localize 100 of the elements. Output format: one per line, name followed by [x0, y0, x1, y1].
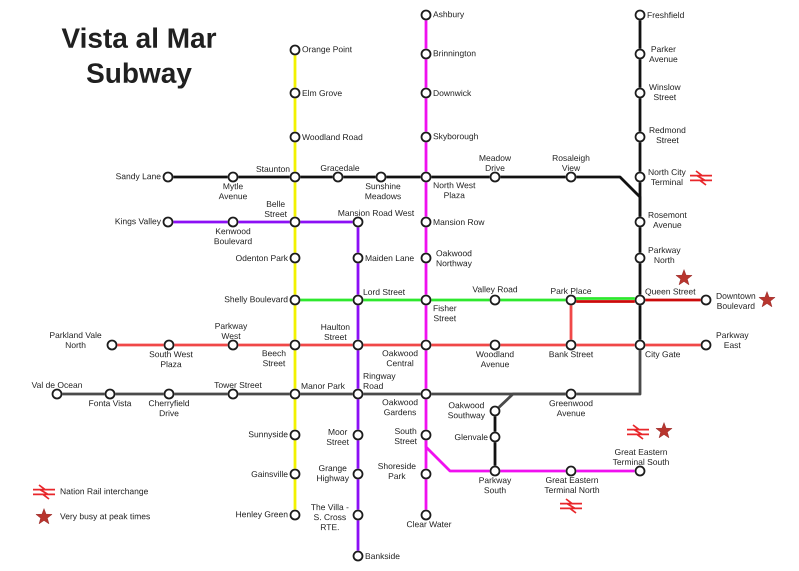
- track-line: [294, 55, 296, 88]
- track-line: [494, 442, 496, 466]
- track-line: [424, 20, 428, 49]
- track-line: [356, 263, 360, 295]
- track-line: [431, 344, 490, 346]
- track-line: [570, 305, 572, 340]
- track-line: [300, 176, 333, 178]
- station-name: Sunshine Meadows: [366, 183, 401, 200]
- station-name: Redmond Street: [650, 126, 686, 144]
- track-line: [576, 300, 635, 303]
- station-name: Odenton Park: [236, 254, 288, 262]
- track-line: [638, 305, 642, 340]
- track-line: [294, 399, 296, 430]
- track-line: [576, 470, 635, 472]
- station-name: Parker Avenue: [649, 46, 678, 62]
- track-line: [424, 440, 490, 472]
- station-name: Rosaleigh View: [552, 154, 590, 171]
- track-line: [174, 392, 228, 396]
- station-name: Grange Highway: [317, 465, 349, 483]
- station-name: Sunnyside: [248, 431, 288, 439]
- station-name: Mytle Avenue: [218, 183, 247, 200]
- station-name: Bankside: [366, 552, 400, 560]
- track-line: [500, 344, 566, 346]
- track-line: [424, 479, 428, 510]
- track-line: [386, 176, 421, 178]
- station-name: Brinnington: [434, 50, 476, 58]
- track-line: [115, 392, 164, 396]
- station-name: Fonta Vista: [89, 400, 132, 406]
- track-line: [424, 98, 428, 132]
- station-name: Kenwood Boulevard: [214, 228, 252, 244]
- station-name: Haulton Street: [321, 324, 350, 340]
- station-name: Henley Green: [236, 511, 288, 519]
- station-name: Queen Street: [645, 288, 696, 296]
- track-line: [363, 392, 421, 396]
- station-name: Shoreside Park: [378, 462, 416, 480]
- track-line: [424, 227, 428, 253]
- track-line: [363, 298, 421, 302]
- track-line: [645, 344, 701, 346]
- track-line: [117, 344, 164, 346]
- track-line: [424, 305, 428, 340]
- station-name: Parkway North: [648, 246, 681, 264]
- track-line: [300, 392, 353, 396]
- track-line: [173, 176, 228, 178]
- track-line: [424, 59, 428, 88]
- track-line: [356, 305, 360, 340]
- station-name: Great Eastern Terminal South: [612, 449, 669, 465]
- station-name: Lord Street: [364, 288, 405, 295]
- track-line: [356, 350, 360, 389]
- track-line: [500, 470, 566, 472]
- station-name: Great Eastern Terminal North: [544, 477, 600, 494]
- legend-text: Nation Rail interchange: [60, 488, 148, 496]
- station-name: Val de Ocean: [32, 382, 82, 388]
- track-line: [638, 182, 642, 217]
- track-line: [294, 350, 296, 389]
- track-line: [576, 297, 635, 300]
- track-line: [498, 392, 566, 408]
- track-line: [638, 263, 642, 295]
- track-line: [576, 350, 642, 396]
- track-line: [638, 142, 642, 172]
- station-name: Parkway West: [215, 322, 248, 339]
- station-name: Gainsville: [252, 470, 288, 478]
- track-line: [294, 263, 296, 295]
- track-line: [294, 98, 296, 132]
- track-line: [294, 182, 296, 217]
- station-name: Ashbury: [433, 11, 464, 19]
- track-line: [638, 98, 642, 132]
- station-name: Oakwood Gardens: [382, 399, 418, 416]
- station-name: Ringway Road: [364, 372, 396, 389]
- station-name: Mansion Road West: [338, 210, 414, 216]
- track-line: [356, 227, 360, 253]
- station-name: Fisher Street: [434, 305, 456, 322]
- station-name: Elm Grove: [302, 90, 342, 96]
- track-line: [294, 479, 296, 510]
- track-line: [431, 298, 490, 302]
- track-line: [363, 344, 421, 346]
- track-line: [238, 344, 290, 346]
- station-name: Clear Water: [406, 521, 452, 528]
- track-line: [174, 344, 228, 346]
- station-name: Downtown Boulevard: [716, 293, 756, 309]
- station-name: Tower Street: [214, 382, 262, 388]
- track-line: [500, 176, 566, 178]
- station-name: Oakwood Central: [382, 350, 418, 366]
- track-line: [294, 227, 296, 253]
- track-line: [343, 176, 376, 178]
- track-line: [294, 142, 296, 172]
- station-name: The Villa - S. Cross RTE.: [311, 504, 349, 530]
- track-line: [424, 350, 428, 389]
- track-line: [238, 392, 290, 396]
- track-line: [645, 298, 701, 302]
- station-name: Greenwood Avenue: [549, 400, 592, 416]
- station-name: Parkway South: [479, 477, 512, 494]
- station-name: Freshfield: [648, 12, 684, 18]
- station-name: Woodland Road: [302, 134, 362, 140]
- track-line: [294, 440, 296, 469]
- track-line: [576, 344, 635, 346]
- track-line: [424, 399, 428, 430]
- station-name: Gracedale: [320, 164, 360, 171]
- station-name: Sandy Lane: [116, 173, 161, 181]
- station-name: City Gate: [645, 351, 680, 359]
- track-line: [494, 416, 496, 432]
